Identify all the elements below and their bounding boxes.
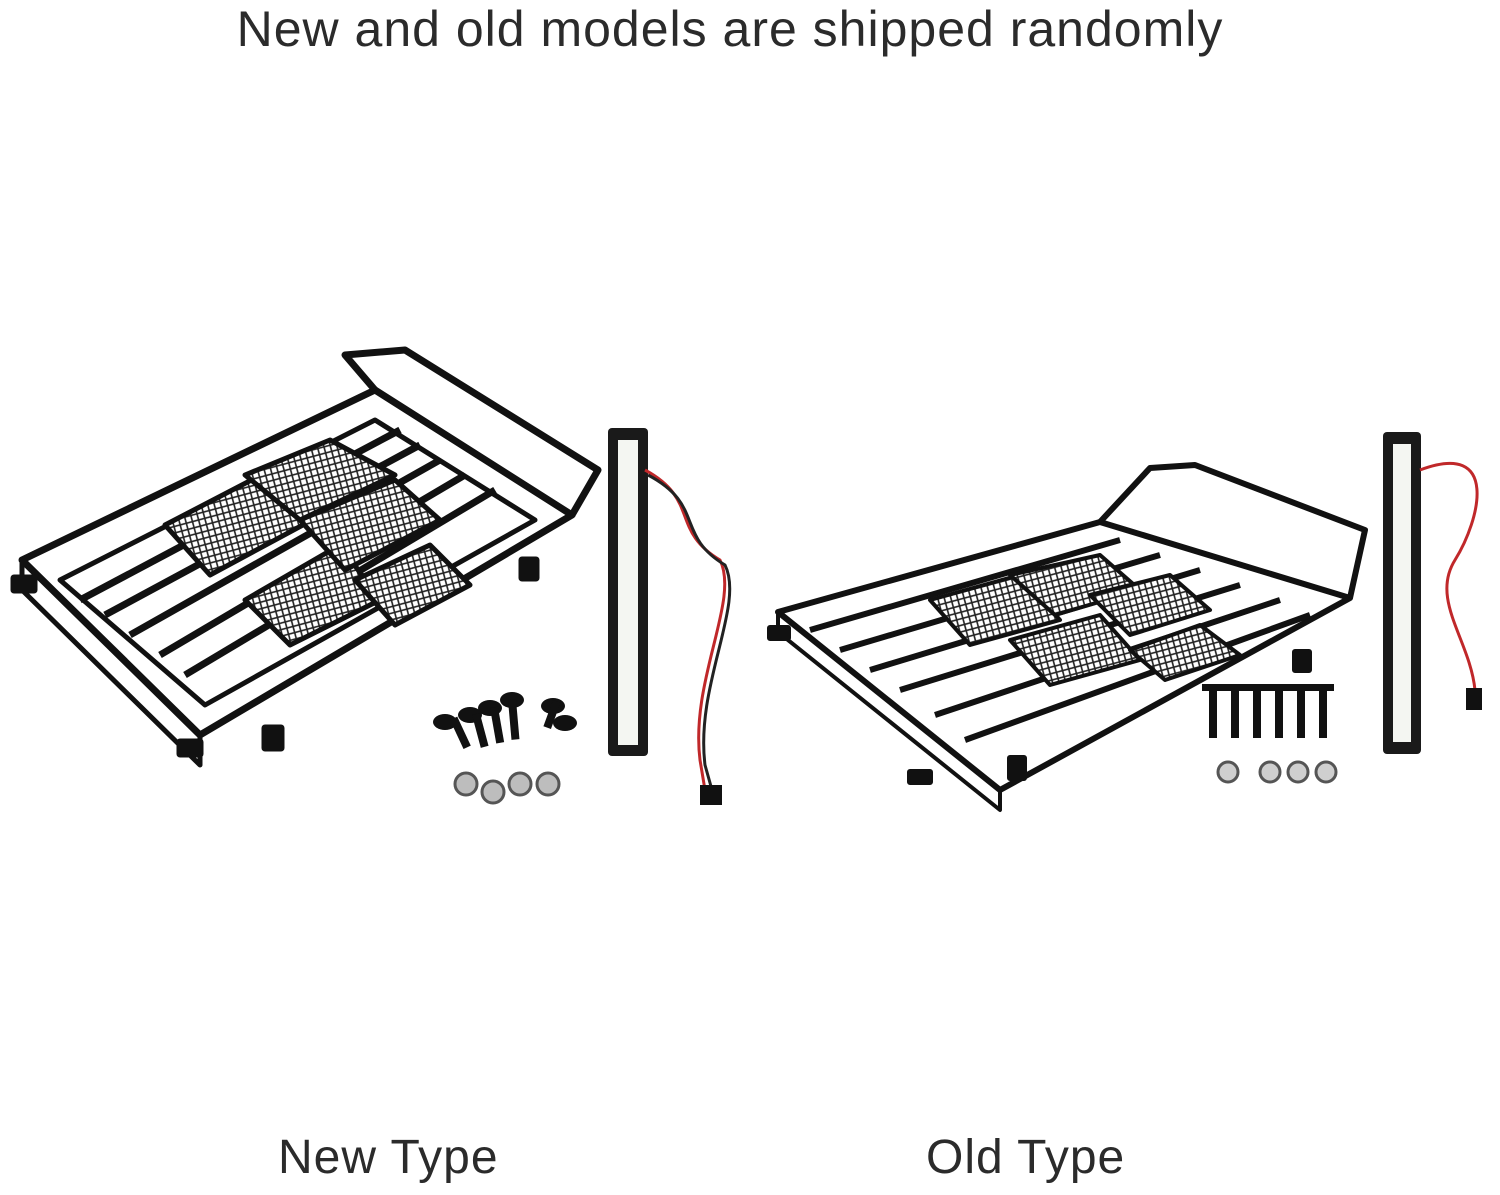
- page-title: New and old models are shipped randomly: [236, 1, 1224, 57]
- new-screws: [433, 692, 577, 750]
- old-type-caption: Old Type: [926, 1131, 1126, 1184]
- new-rack-mesh-panels: [162, 437, 473, 648]
- old-screws: [1202, 684, 1334, 738]
- old-rack-mesh-panels: [928, 553, 1242, 687]
- new-roof-rack: [10, 346, 602, 768]
- new-nuts: [453, 771, 561, 805]
- old-nuts: [1216, 760, 1338, 784]
- old-roof-rack: [767, 462, 1368, 812]
- old-led-light-bar: [1383, 432, 1482, 754]
- new-type-caption: New Type: [278, 1131, 499, 1184]
- new-led-light-bar: [608, 428, 732, 805]
